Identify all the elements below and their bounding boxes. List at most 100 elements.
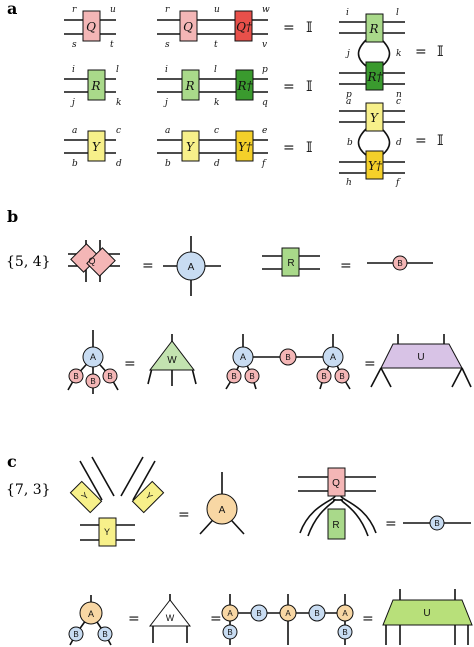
q-single-diagram [64, 10, 116, 42]
tensor-label: B [321, 372, 326, 381]
index-label: s [165, 40, 170, 50]
a-b-a-b-a-chain-diagram [221, 594, 354, 645]
u-trapezoid-diagram-c [382, 589, 473, 645]
tensor-q [179, 10, 198, 42]
y-ydagger-diagram [157, 130, 268, 162]
index-label: r [165, 5, 170, 15]
index-label: f [261, 159, 267, 169]
r-vertical-diagram [339, 13, 405, 91]
index-label: l [116, 65, 119, 75]
equals-sign: = [124, 356, 136, 372]
schlafli-symbol-c: {7, 3} [6, 482, 51, 498]
w-triangle-diagram-c [148, 594, 192, 643]
equals-sign: = [385, 516, 397, 532]
tensor-a [82, 346, 104, 368]
tensor-b [279, 348, 297, 366]
b-line-diagram [367, 255, 433, 271]
tensor-label: A [90, 352, 96, 362]
tensor-label: A [88, 609, 94, 619]
a-b-a-chain-diagram [225, 334, 351, 390]
tensor-b [68, 368, 84, 384]
index-label: n [396, 90, 402, 100]
tilted-q-diagram [68, 240, 120, 282]
index-label: c [396, 97, 401, 107]
tensor-label: W [167, 355, 177, 366]
panel-label-a: a [7, 0, 17, 18]
a-four-leg-diagram [163, 236, 221, 296]
tensor-b [222, 624, 238, 640]
index-label: d [214, 159, 220, 169]
b-line-diagram-c [403, 515, 471, 531]
tensor-label: A [285, 609, 291, 618]
tensor-label: Y [143, 490, 154, 501]
tensor-r [281, 247, 300, 277]
tensor-b [392, 255, 408, 271]
tensor-label: B [256, 609, 261, 618]
tensor-label: U [417, 352, 424, 363]
tensor-b [334, 368, 350, 384]
index-label: k [396, 49, 401, 59]
tensor-b [316, 368, 332, 384]
tensor-label: B [107, 372, 112, 381]
tensor-label: A [330, 352, 336, 362]
tensor-y [98, 517, 117, 547]
tensor-y [131, 480, 165, 514]
schlafli-symbol-b: {5, 4} [6, 254, 51, 270]
equals-sign: = [364, 356, 376, 372]
tensor-b [308, 604, 326, 622]
tensor-label: Q [183, 20, 193, 34]
tensor-a [79, 601, 103, 625]
index-label: i [165, 65, 168, 75]
tensor-y-dagger [365, 150, 384, 180]
tensor-label: B [102, 630, 107, 639]
a-two-b-diagram [68, 595, 113, 646]
index-label: s [72, 40, 77, 50]
tensor-label: Q† [236, 20, 253, 34]
tensor-label: A [227, 609, 233, 618]
tensor-label: Y [92, 140, 101, 154]
index-label: t [110, 40, 114, 50]
tensor-label: B [339, 372, 344, 381]
tensor-b [337, 624, 353, 640]
index-label: r [72, 5, 77, 15]
tensor-y [69, 480, 103, 514]
tensor-q-dagger [234, 10, 253, 42]
equals-sign: = [415, 44, 427, 60]
index-label: t [214, 40, 218, 50]
tensor-w [148, 340, 196, 371]
tensor-q [82, 10, 101, 42]
tensor-y [181, 130, 200, 162]
tensor-a [279, 604, 297, 622]
tensor-label: R [368, 22, 378, 36]
tensor-label: Y [104, 527, 110, 537]
index-label: b [347, 138, 353, 148]
tensor-label: B [342, 628, 347, 637]
tensor-label: A [188, 262, 195, 273]
tensor-a [206, 493, 238, 525]
tensor-label: U [423, 608, 430, 619]
index-label: q [262, 98, 268, 108]
q-qdagger-diagram [157, 10, 268, 42]
tensor-b [250, 604, 268, 622]
index-label: i [72, 65, 75, 75]
tensor-label: B [285, 353, 290, 362]
tensor-label: R [332, 520, 339, 531]
r-simple-diagram [262, 247, 320, 277]
tensor-label: R† [366, 70, 383, 84]
equals-sign: = [340, 258, 352, 274]
y-single-diagram [64, 130, 116, 162]
tensor-label: A [240, 352, 246, 362]
tensor-r [87, 69, 106, 101]
tensor-b [85, 373, 101, 389]
tensor-label: Q [88, 256, 95, 266]
tensor-b [429, 515, 445, 531]
tensor-label: B [90, 377, 95, 386]
tensor-q-tilted [86, 247, 116, 277]
tensor-label: B [73, 372, 78, 381]
tensor-label: Y [370, 111, 379, 125]
index-label: c [116, 126, 121, 136]
index-label: a [165, 126, 170, 136]
tensor-label: R† [236, 79, 253, 93]
index-label: j [345, 49, 350, 59]
